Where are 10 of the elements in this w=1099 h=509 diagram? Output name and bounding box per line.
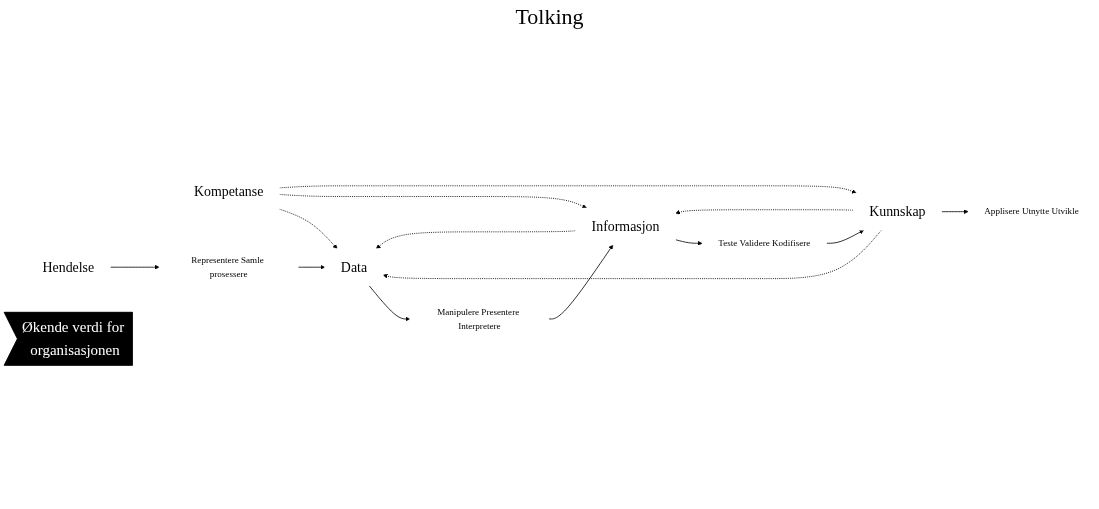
node-text: Applisere Utnytte Utvikle — [984, 206, 1079, 217]
node-text: Manipulere Presentere Interpretere — [437, 306, 520, 331]
note-label: Tolking — [515, 4, 584, 29]
node-text: Representere Samle prosessere — [191, 255, 264, 279]
node-text: Teste Validere Kodifisere — [718, 238, 811, 249]
node-text: Kompetanse — [193, 183, 264, 199]
node-text: Hendelse — [42, 259, 95, 275]
node-text: Informasjon — [591, 218, 660, 235]
node-text: Kunnskap — [869, 203, 926, 220]
node-text: Data — [340, 259, 368, 275]
